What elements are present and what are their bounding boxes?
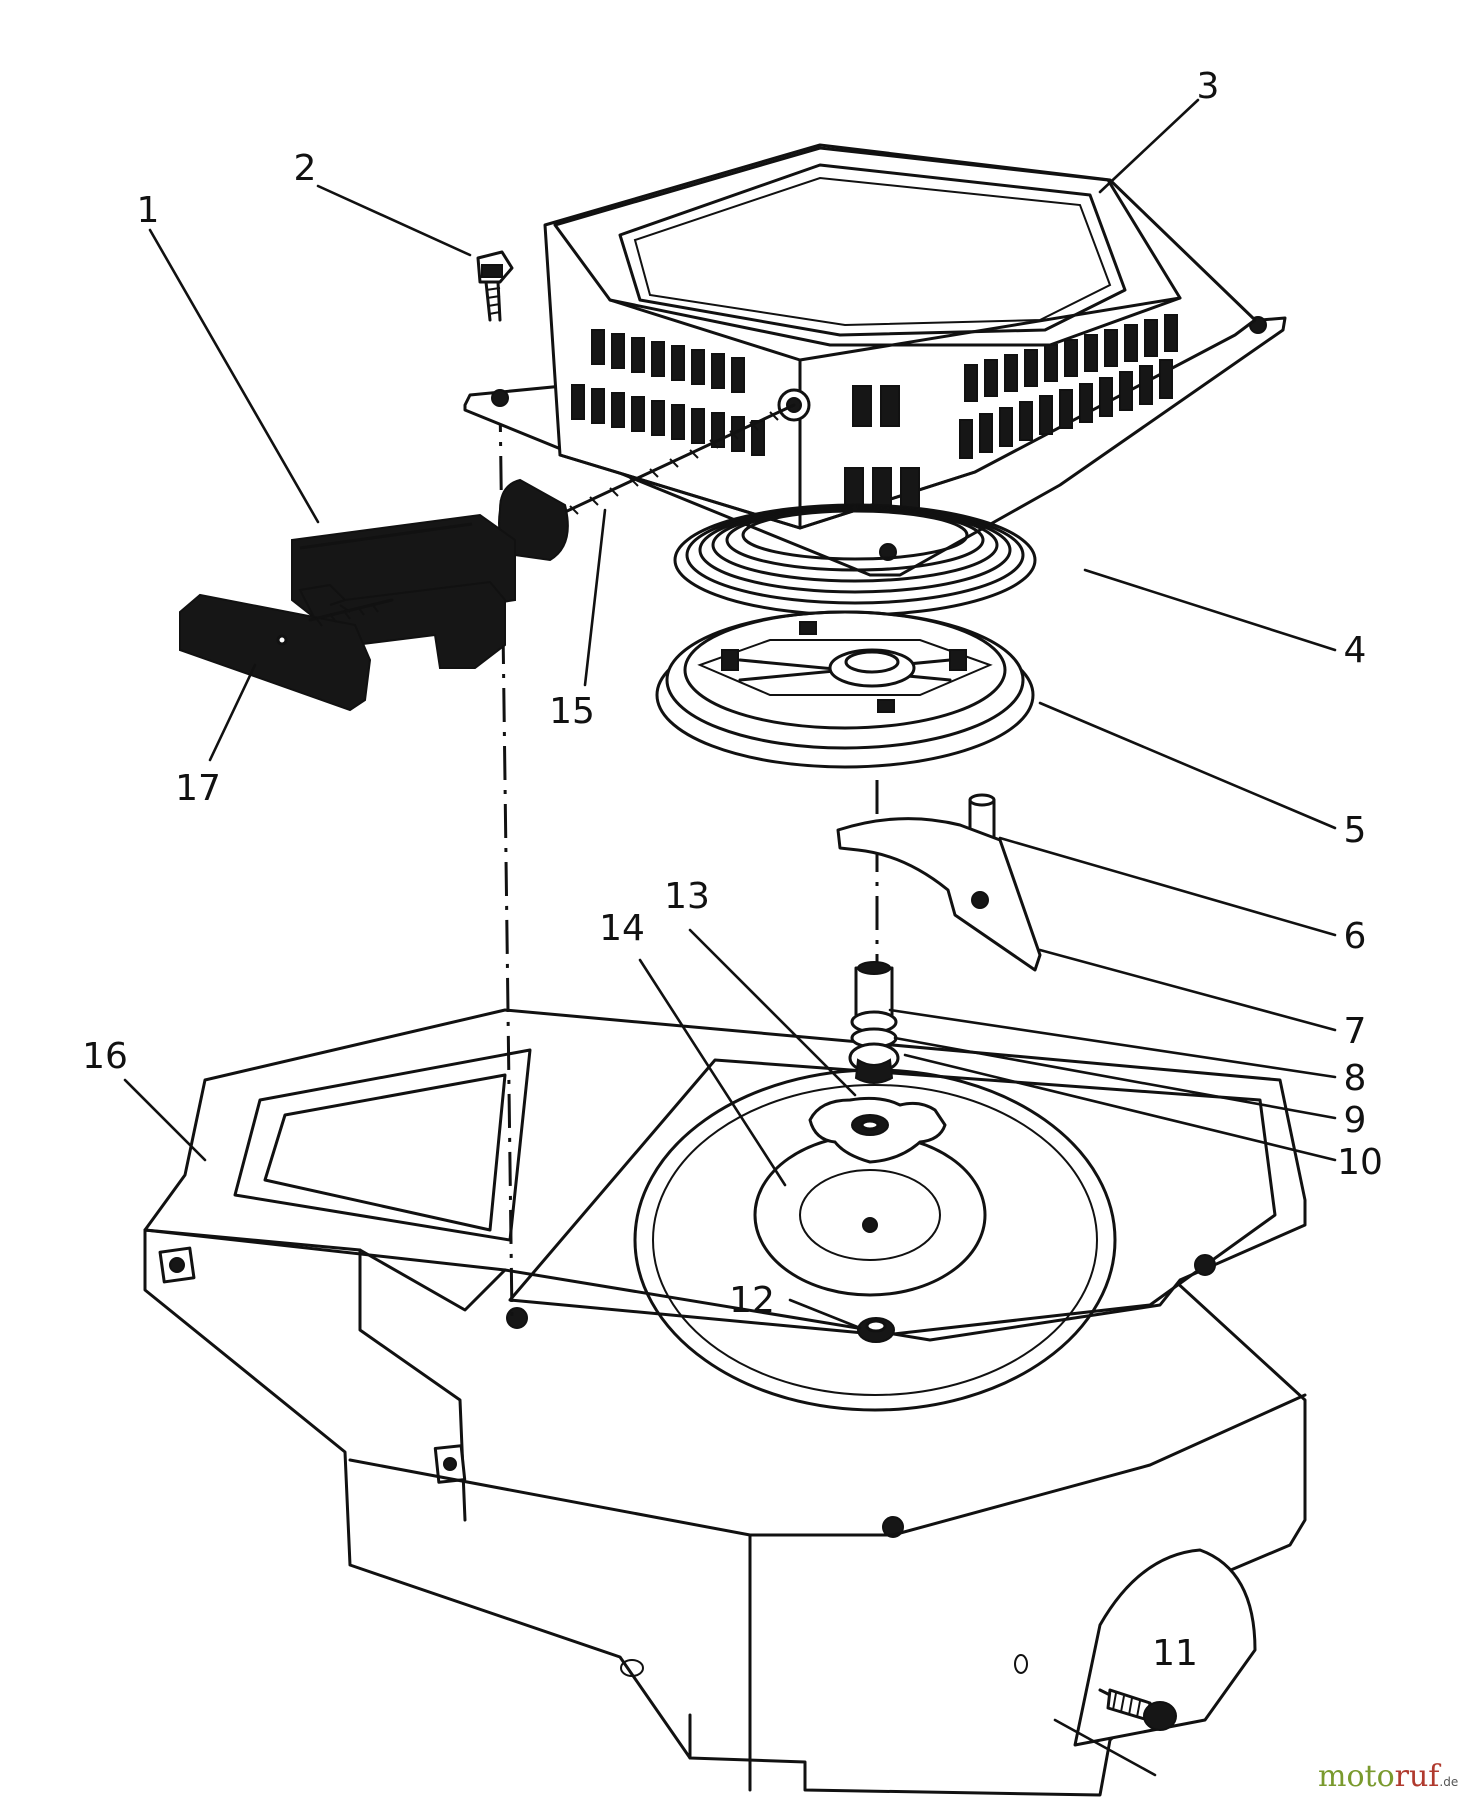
watermark-logo: motoruf.de — [1318, 1759, 1458, 1794]
callout-7: 7 — [1344, 1011, 1367, 1052]
retainer-cam — [808, 1096, 947, 1164]
callout-6: 6 — [1344, 916, 1367, 957]
nut — [857, 1317, 895, 1343]
alignment-lines — [498, 397, 879, 1319]
callout-labels: 1 2 3 4 5 6 7 8 9 10 11 12 13 14 15 16 1… — [82, 66, 1383, 1674]
callout-15: 15 — [549, 691, 595, 732]
starter-housing — [463, 143, 1287, 577]
screw-top — [476, 250, 514, 322]
callout-4: 4 — [1344, 630, 1367, 671]
svg-text:motoruf.de: motoruf.de — [1318, 1759, 1458, 1794]
callout-8: 8 — [1344, 1058, 1367, 1099]
pulley — [655, 610, 1035, 769]
callout-2: 2 — [294, 148, 317, 189]
callout-12: 12 — [729, 1280, 775, 1321]
screw-side — [1098, 1688, 1177, 1731]
vent-slots-left — [571, 329, 765, 456]
pawl — [836, 817, 1042, 972]
callout-13: 13 — [664, 876, 710, 917]
watermark-part-2: ruf — [1395, 1759, 1442, 1794]
vent-slots-center — [844, 385, 920, 511]
callout-14: 14 — [599, 908, 645, 949]
callout-3: 3 — [1197, 66, 1220, 107]
center-bolt-stack — [848, 961, 900, 1084]
engine-shroud — [143, 1008, 1307, 1797]
callout-11: 11 — [1152, 1633, 1198, 1674]
leader-lines — [123, 98, 1337, 1777]
callout-5: 5 — [1344, 810, 1367, 851]
starter-rope — [563, 403, 796, 515]
callout-1: 1 — [137, 190, 160, 231]
vent-slots-right — [959, 314, 1178, 459]
callout-10: 10 — [1337, 1142, 1383, 1183]
handle-insert — [179, 593, 394, 712]
callout-9: 9 — [1344, 1100, 1367, 1141]
callout-16: 16 — [82, 1036, 128, 1077]
callout-17: 17 — [175, 768, 221, 809]
watermark-part-1: moto — [1318, 1759, 1395, 1794]
starter-handle — [291, 478, 569, 669]
watermark-suffix: .de — [1439, 1775, 1458, 1789]
recoil-spring — [673, 503, 1037, 617]
